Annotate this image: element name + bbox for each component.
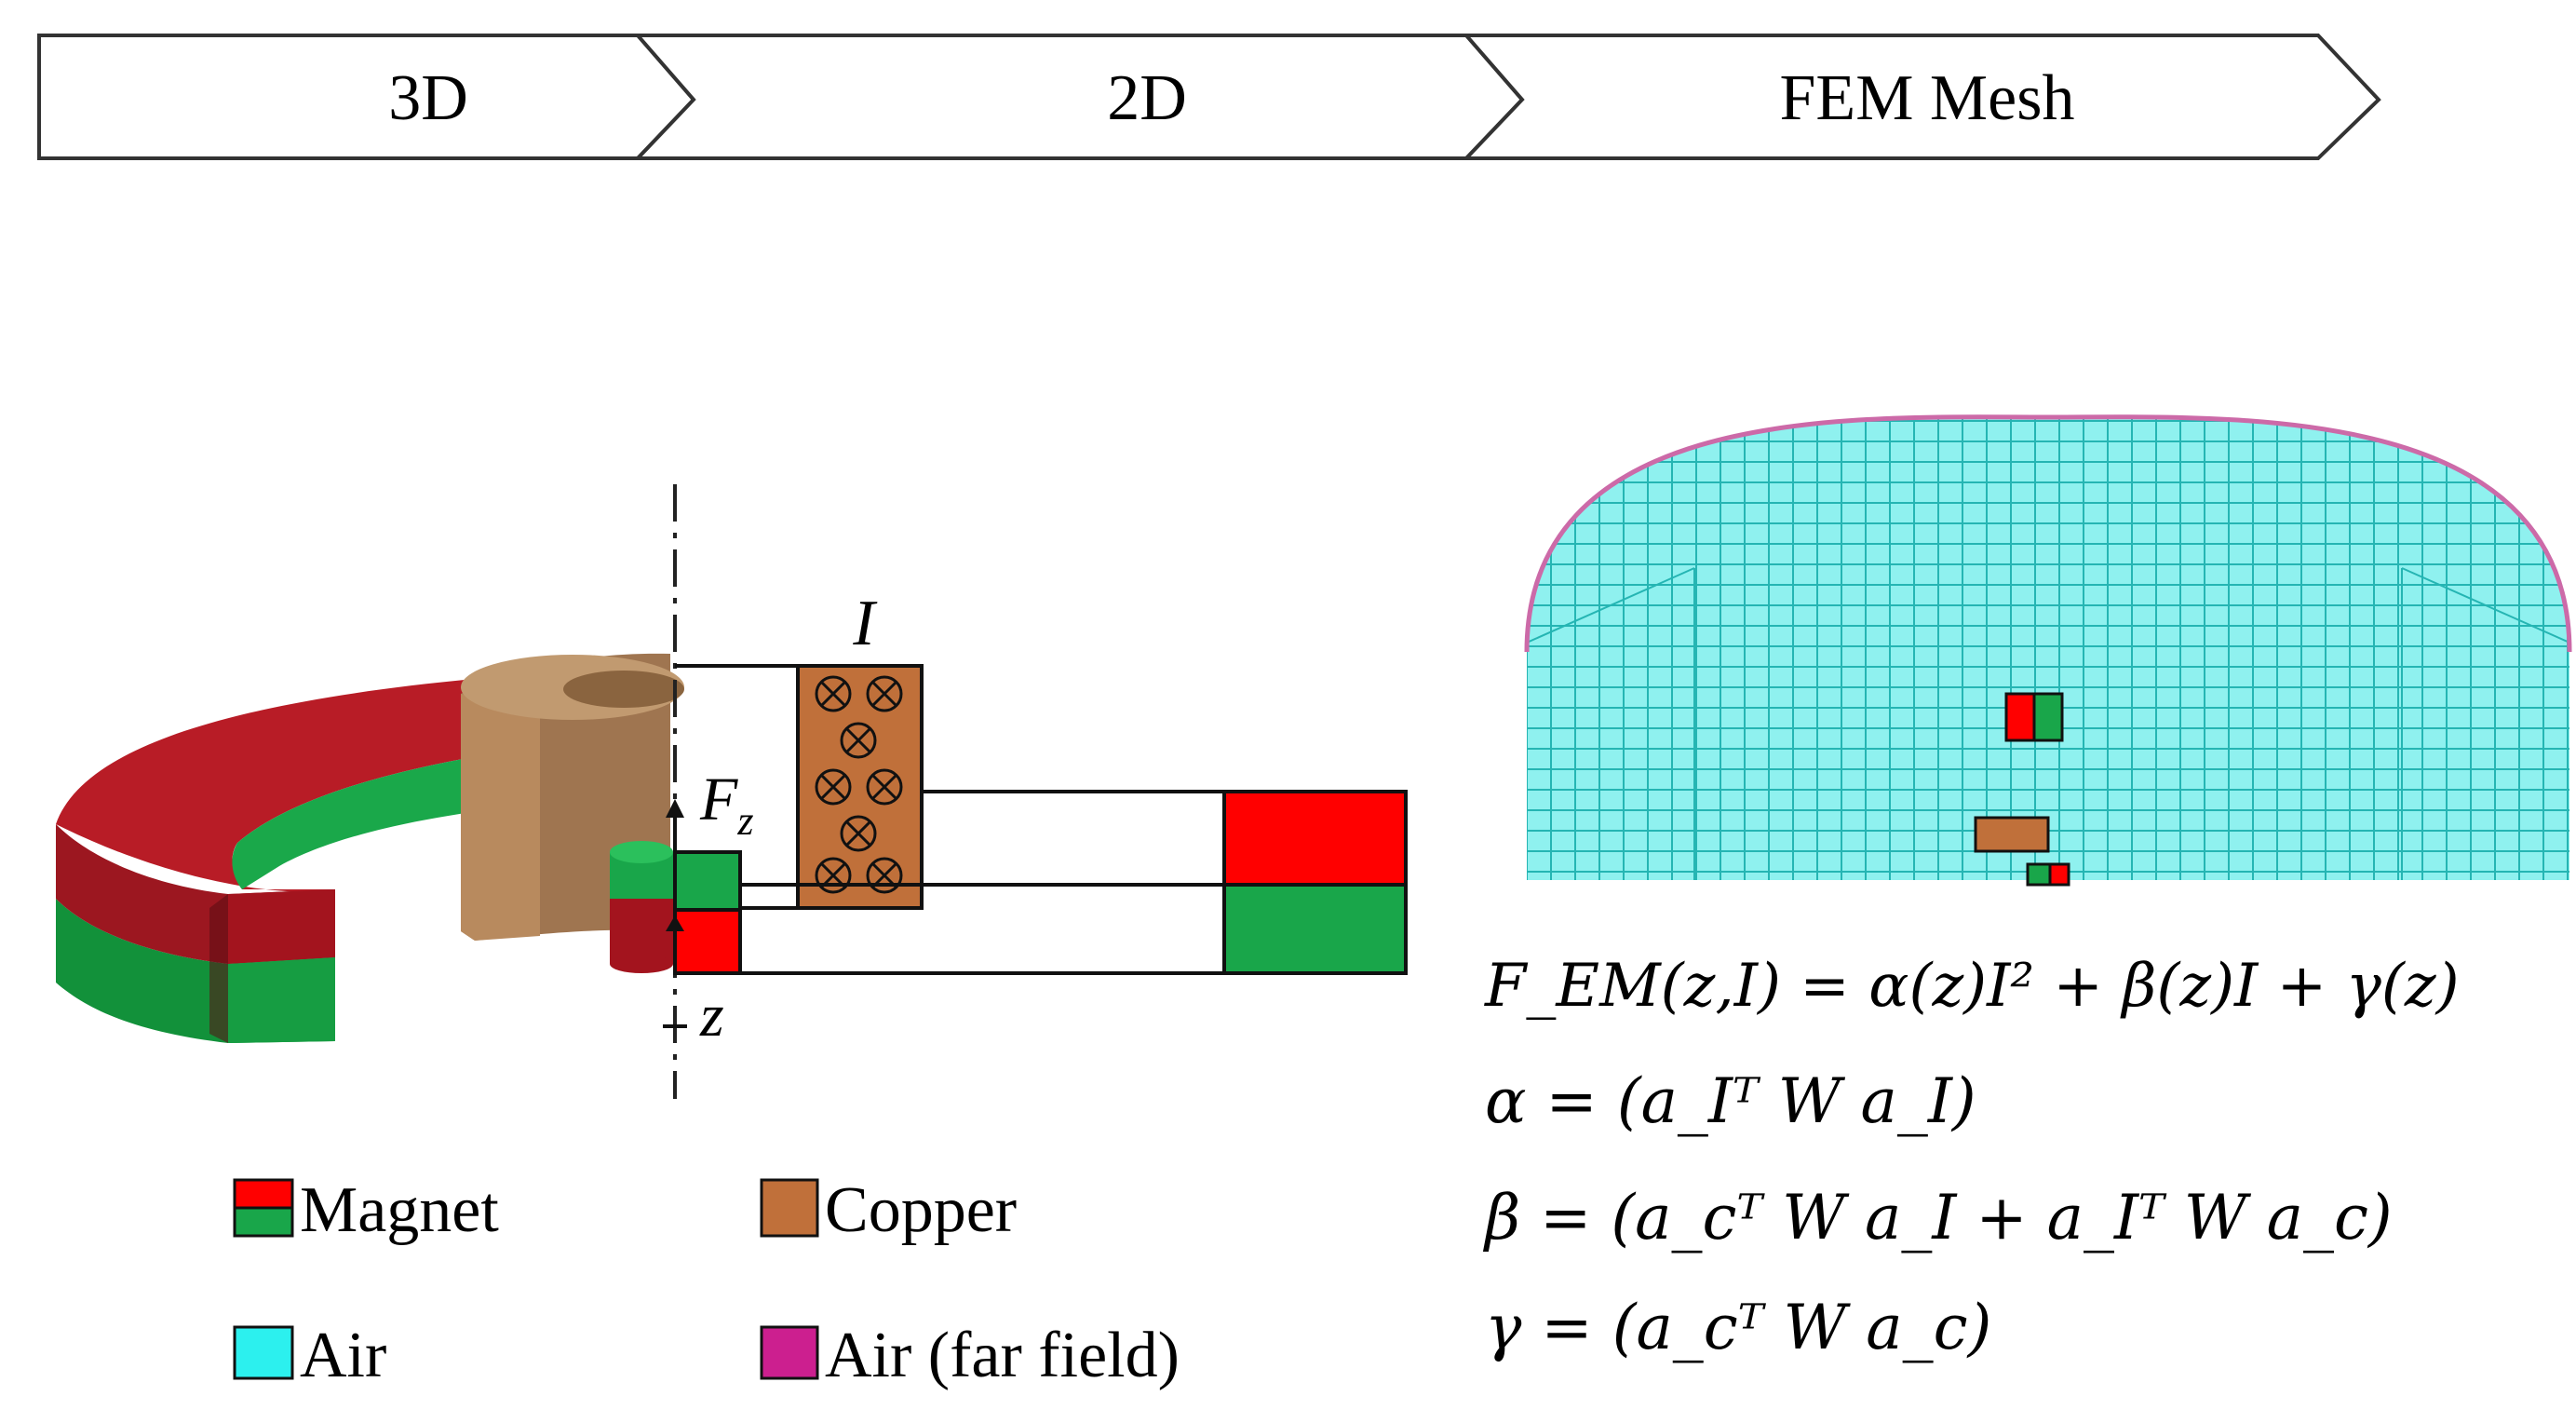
equations: F_EM(z,I) = α(z)I² + β(z)I + γ(z) α = (a… bbox=[1482, 952, 2460, 1363]
z-axis-label: z bbox=[699, 982, 724, 1050]
inner-magnet-2d-red bbox=[673, 908, 742, 975]
inner-magnet-3d-bottom bbox=[610, 955, 673, 973]
model-2d: I Fz z bbox=[663, 484, 1408, 1099]
coil-conductors bbox=[815, 675, 903, 894]
legend-item-far-field: Air (far field) bbox=[760, 1320, 1180, 1391]
mesh-outer-magnet-green bbox=[2026, 862, 2052, 887]
fem-mesh bbox=[1524, 414, 2572, 887]
mesh-line-d-1 bbox=[2401, 567, 2569, 644]
mesh-coil bbox=[1974, 816, 2050, 853]
coil-3d-hole bbox=[563, 671, 684, 708]
legend-item-copper: Copper bbox=[760, 1174, 1017, 1246]
legend-item-air: Air bbox=[233, 1320, 386, 1391]
mesh-outer-magnet-red bbox=[2048, 862, 2070, 887]
force-label-base: F bbox=[699, 766, 738, 833]
legend-swatch-far-field bbox=[760, 1325, 819, 1380]
force-arrow-head-2 bbox=[666, 915, 684, 931]
force-label: Fz bbox=[699, 766, 753, 844]
step-3d-label: 3D bbox=[388, 62, 468, 134]
inner-magnet-3d-top bbox=[610, 841, 673, 863]
step-fem-arrow bbox=[1462, 34, 2381, 160]
legend-item-magnet: Magnet bbox=[233, 1174, 499, 1246]
equation-alpha: α = (a_Iᵀ W a_I) bbox=[1485, 1065, 1976, 1137]
outer-magnet-2d-green bbox=[1222, 883, 1408, 975]
legend-label-air: Air bbox=[300, 1320, 386, 1391]
legend-swatch-magnet-red bbox=[233, 1178, 294, 1210]
equation-main: F_EM(z,I) = α(z)I² + β(z)I + γ(z) bbox=[1484, 952, 2460, 1021]
legend-swatch-copper bbox=[760, 1178, 819, 1238]
force-arrow-head bbox=[666, 799, 684, 818]
mesh-line-d-0 bbox=[1527, 567, 1695, 644]
outer-magnet-2d-red bbox=[1222, 790, 1408, 887]
ring-cut-green bbox=[228, 957, 335, 1043]
force-label-sub: z bbox=[736, 798, 753, 844]
mesh-inner-magnet-red bbox=[2004, 692, 2036, 742]
step-2d-label: 2D bbox=[1107, 62, 1187, 134]
process-steps: 3D 2D FEM Mesh bbox=[37, 34, 2381, 160]
mesh-air bbox=[1527, 416, 2569, 880]
ring-cut-dark bbox=[209, 894, 228, 1043]
step-2d-arrow bbox=[633, 34, 1525, 160]
mesh-inner-magnet-green bbox=[2032, 692, 2064, 742]
legend: Magnet Copper Air Air (far field) bbox=[233, 1174, 1180, 1391]
legend-swatch-air bbox=[233, 1325, 294, 1380]
model-3d bbox=[56, 653, 684, 1043]
legend-label-magnet: Magnet bbox=[300, 1174, 499, 1246]
coil-3d-front bbox=[461, 694, 540, 941]
equation-gamma: γ = (a_cᵀ W a_c) bbox=[1485, 1292, 1991, 1363]
legend-swatch-magnet-green bbox=[233, 1206, 294, 1238]
step-3d-arrow bbox=[37, 34, 696, 160]
equation-beta: β = (a_cᵀ W a_I + a_Iᵀ W a_c) bbox=[1482, 1182, 2393, 1254]
step-fem-label: FEM Mesh bbox=[1780, 62, 2075, 134]
legend-label-far-field: Air (far field) bbox=[825, 1320, 1180, 1391]
legend-label-copper: Copper bbox=[825, 1174, 1017, 1246]
far-field-boundary bbox=[1524, 414, 2572, 653]
current-label: I bbox=[852, 588, 878, 659]
ring-cut-red bbox=[228, 889, 335, 964]
inner-magnet-2d-green bbox=[673, 850, 742, 912]
